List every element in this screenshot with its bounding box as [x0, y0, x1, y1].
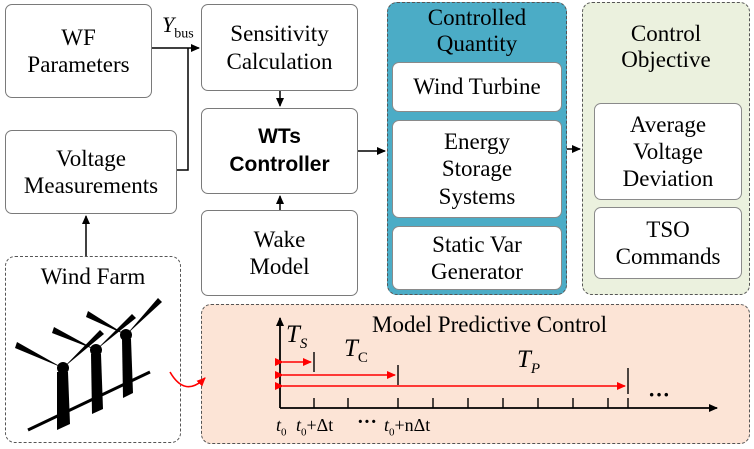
- tc-label: TC: [344, 335, 368, 366]
- ybus-label: Ybus: [162, 12, 194, 42]
- wf-parameters-box: WF Parameters: [5, 4, 152, 98]
- static-var-generator-box: Static Var Generator: [392, 226, 562, 290]
- tick-t0-ndt: t0+nΔt: [384, 415, 431, 439]
- timeline-dots-2: ···: [648, 382, 671, 407]
- mpc-title: Model Predictive Control: [372, 312, 608, 337]
- sensitivity-calculation-box: Sensitivity Calculation: [201, 4, 358, 91]
- ts-label: TS: [286, 321, 308, 352]
- arrow-voltage-to-sensitivity: [177, 48, 189, 171]
- controlled-quantity-title: Controlled Quantity: [427, 5, 527, 57]
- mpc-timeline: [275, 317, 718, 412]
- windfarm-to-mpc-arrow: [169, 371, 206, 388]
- wind-turbine-box: Wind Turbine: [392, 62, 562, 112]
- energy-storage-box: Energy Storage Systems: [392, 120, 562, 218]
- tp-label: TP: [517, 346, 541, 377]
- tick-t0-dt: t0+Δt: [296, 415, 334, 439]
- tick-t0: t0: [276, 415, 287, 439]
- control-objective-title: Control Objective: [621, 21, 711, 73]
- tick-dots-1: ···: [357, 411, 378, 433]
- tso-commands-box: TSO Commands: [594, 207, 742, 279]
- wake-model-box: Wake Model: [201, 210, 358, 296]
- voltage-measurements-box: Voltage Measurements: [5, 130, 177, 214]
- wind-farm-title: Wind Farm: [40, 264, 146, 289]
- wind-turbines-icon: [15, 298, 162, 432]
- average-voltage-deviation-box: Average Voltage Deviation: [594, 103, 742, 200]
- wts-controller-box: WTs Controller: [201, 108, 358, 194]
